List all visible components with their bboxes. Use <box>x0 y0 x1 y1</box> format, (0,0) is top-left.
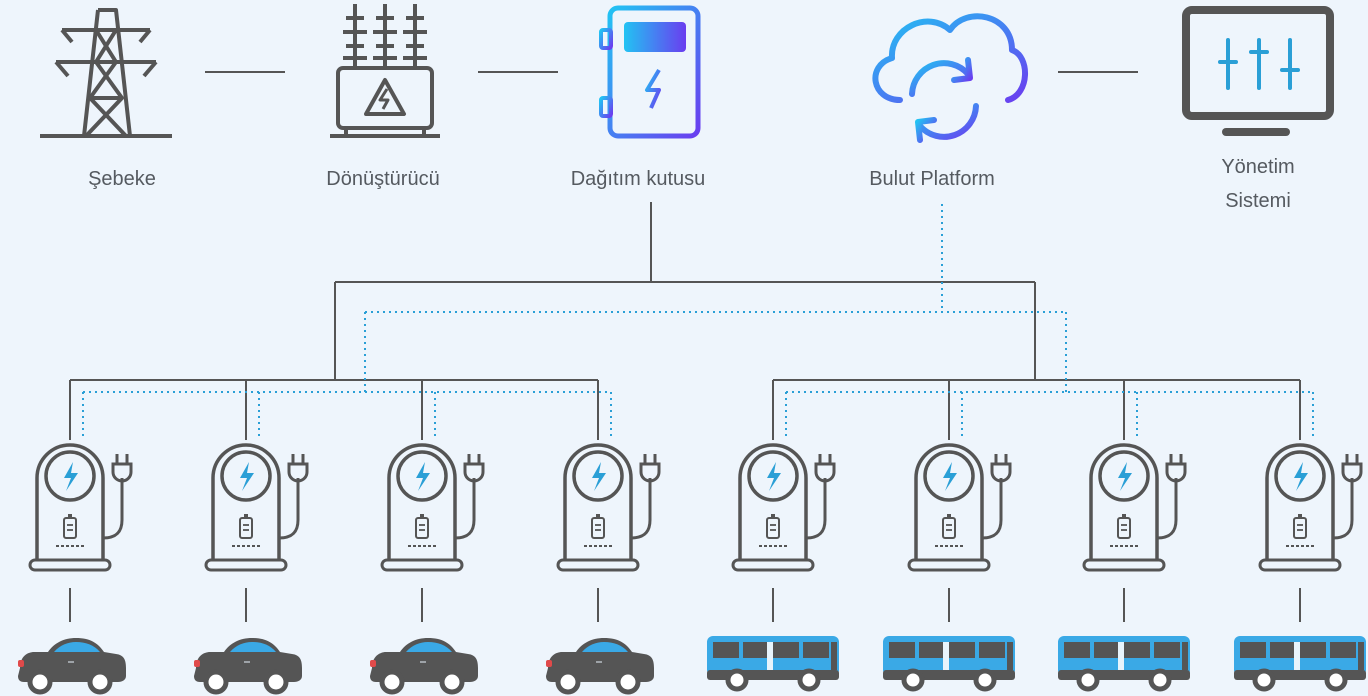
label-management-line2: Sistemi <box>1225 190 1291 212</box>
data-lines <box>82 204 1314 438</box>
power-lines <box>69 202 1301 622</box>
car-icon <box>370 638 478 692</box>
vehicle-row <box>18 636 1366 692</box>
label-transformer: Dönüştürücü <box>326 168 440 190</box>
bus-icon <box>707 636 839 689</box>
bus-icon <box>1234 636 1366 689</box>
label-cloud-platform: Bulut Platform <box>869 168 995 190</box>
bus-icon <box>883 636 1015 689</box>
label-grid: Şebeke <box>88 168 156 190</box>
charging-station-icon <box>28 443 133 572</box>
charging-station-icon <box>1082 443 1187 572</box>
distribution-box-icon <box>599 5 701 139</box>
cloud-platform-icon <box>872 13 1028 143</box>
car-icon <box>194 638 302 692</box>
charging-station-icon <box>380 443 485 572</box>
label-distribution-box: Dağıtım kutusu <box>570 168 706 190</box>
charging-station-icon <box>907 443 1012 572</box>
management-monitor-icon <box>1182 6 1334 136</box>
charging-station-icon <box>204 443 309 572</box>
charging-station-icon <box>1258 443 1363 572</box>
bus-icon <box>1058 636 1190 689</box>
charging-station-icon <box>731 443 836 572</box>
car-icon <box>18 638 126 692</box>
car-icon <box>546 638 654 692</box>
grid-tower-icon <box>40 8 172 138</box>
label-management-line1: Yönetim <box>1221 156 1295 178</box>
label-management-system: Yönetim Sistemi <box>1221 150 1294 218</box>
charging-station-icon <box>556 443 661 572</box>
charger-row <box>28 443 1363 572</box>
transformer-icon <box>330 4 440 138</box>
